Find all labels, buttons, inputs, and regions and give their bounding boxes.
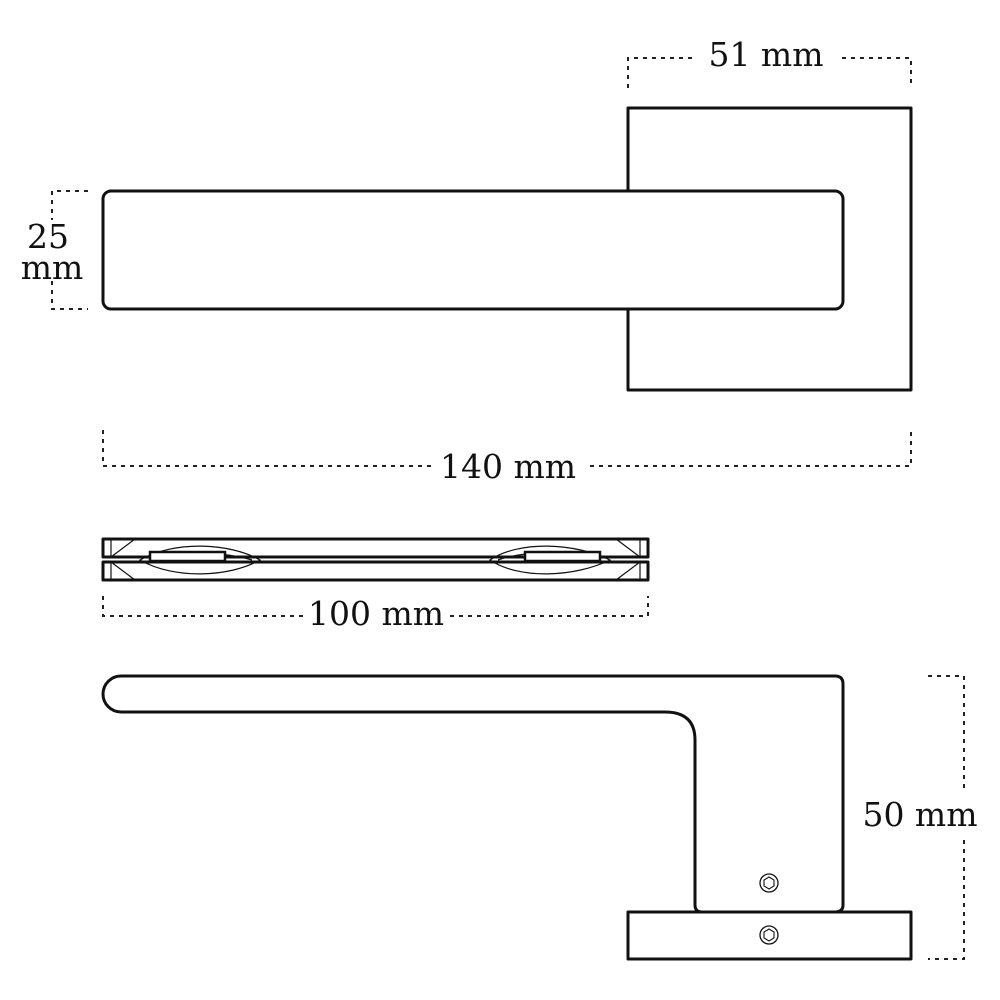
profile-lower-bar [101, 560, 650, 582]
profile-length-label: 100 mm [308, 594, 444, 633]
left-slot [148, 550, 227, 563]
profile-view [101, 537, 650, 582]
right-slot [523, 550, 602, 563]
profile-upper-bar [101, 537, 650, 559]
side-view [101, 674, 913, 961]
front-view [101, 106, 913, 392]
projection-label: 50 mm [862, 795, 977, 834]
lever-front [101, 189, 845, 311]
dimension-rose-width: 51 mm [627, 35, 912, 88]
lever-side [101, 674, 845, 914]
dimension-lever-height: 25 mm [21, 190, 88, 310]
dimension-projection: 50 mm [862, 675, 978, 960]
hex-socket-screw-icon [759, 873, 779, 893]
dimension-profile-length: 100 mm [102, 594, 649, 633]
hex-socket-screw-icon [759, 925, 779, 945]
dimension-overall-length: 140 mm [102, 430, 912, 486]
overall-length-label: 140 mm [440, 447, 576, 486]
lever-height-unit: mm [21, 248, 84, 287]
rose-width-label: 51 mm [708, 35, 823, 74]
lever-height-value: 25 [27, 217, 69, 256]
